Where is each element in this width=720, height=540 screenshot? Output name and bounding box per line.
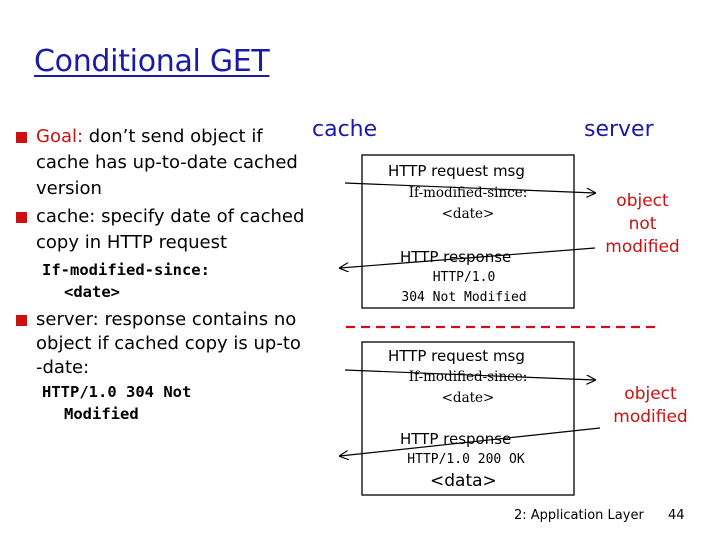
- request1-label: HTTP request msg: [388, 162, 525, 180]
- cache-code-line1: If-modified-since:: [42, 261, 210, 279]
- goal-bullet-line2: cache has up-to-date cached: [36, 152, 298, 173]
- page-title: Conditional GET: [34, 44, 270, 79]
- cache-label: cache: [312, 117, 378, 142]
- chapter-footer: 2: Application Layer: [514, 508, 644, 523]
- request1-header-line1: If-modified-since:: [408, 185, 528, 201]
- server-bullet-line2: object if cached copy is up-to: [36, 333, 301, 354]
- response1-status-line1: HTTP/1.0: [432, 270, 496, 285]
- note2-line1: object: [624, 384, 677, 404]
- server-bullet-line1: server: response contains no: [36, 309, 297, 330]
- note1-line2: not: [628, 214, 657, 234]
- response1-arrow: [340, 247, 596, 268]
- bullet-marker-server: [16, 315, 27, 326]
- response1-status: HTTP/1.0 304 Not Modified: [362, 268, 566, 308]
- server-label: server: [584, 117, 654, 142]
- request2-header-line2: <date>: [441, 390, 495, 406]
- page-number: 44: [668, 508, 685, 523]
- request2-header-line1: If-modified-since:: [408, 369, 528, 385]
- bullet-marker-goal: [16, 132, 27, 143]
- request1-header: If-modified-since: <date>: [362, 183, 574, 225]
- request2-header: If-modified-since: <date>: [362, 367, 574, 409]
- response2-data: <data>: [430, 471, 497, 491]
- response2-status: HTTP/1.0 200 OK: [407, 452, 525, 467]
- cache-code-line2: <date>: [64, 283, 120, 301]
- goal-label: Goal:: [36, 126, 84, 147]
- note2-line2: modified: [613, 407, 688, 427]
- request1-header-line2: <date>: [441, 206, 495, 222]
- server-code-line2: Modified: [64, 405, 139, 423]
- server-bullet-line3: -date:: [36, 357, 90, 378]
- cache-bullet-line1: cache: specify date of cached: [36, 206, 305, 227]
- request2-label: HTTP request msg: [388, 347, 525, 365]
- bullet-marker-cache: [16, 212, 27, 223]
- exchange-box-unmodified: [361, 154, 575, 309]
- response1-label: HTTP response: [400, 248, 512, 266]
- response2-arrow: [340, 427, 601, 456]
- goal-bullet-line1: Goal: don’t send object if: [36, 124, 263, 149]
- request2-arrow: [344, 369, 595, 380]
- request1-arrow: [344, 182, 595, 193]
- response1-status-line2: 304 Not Modified: [401, 290, 527, 305]
- note1-line1: object: [616, 191, 669, 211]
- goal-text: don’t send object if: [83, 126, 263, 147]
- note1-line3: modified: [605, 237, 680, 257]
- object-not-modified-note: object not modified: [590, 190, 695, 259]
- goal-bullet-line3: version: [36, 178, 102, 199]
- response2-label: HTTP response: [400, 430, 512, 448]
- cache-bullet-line2: copy in HTTP request: [36, 232, 228, 253]
- server-code-line1: HTTP/1.0 304 Not: [42, 383, 192, 401]
- object-modified-note: object modified: [598, 383, 703, 429]
- exchange-box-modified: [361, 341, 575, 496]
